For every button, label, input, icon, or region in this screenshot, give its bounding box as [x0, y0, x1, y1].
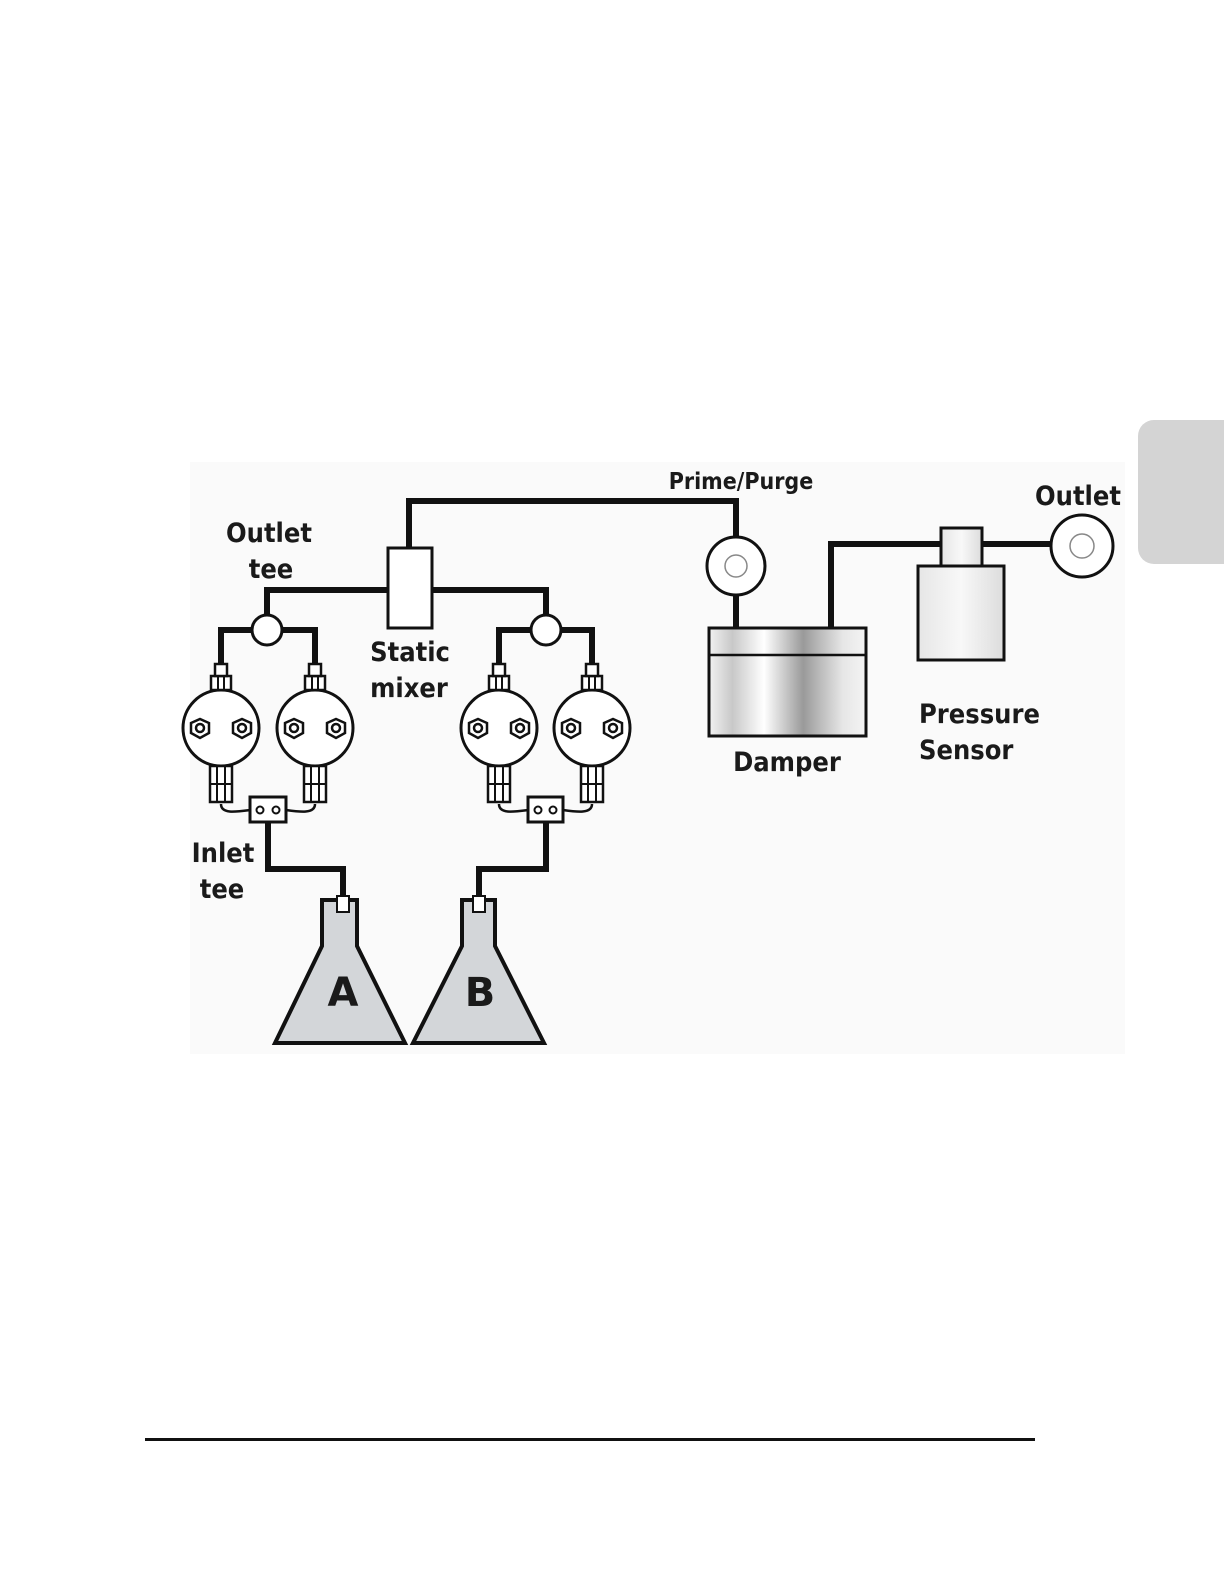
label-static-mixer-line2: mixer	[370, 673, 448, 704]
label-damper: Damper	[733, 747, 841, 778]
label-pressure-sensor-line2: Sensor	[919, 735, 1013, 766]
label-outlet: Outlet	[1035, 481, 1121, 512]
prime-purge-valve	[707, 537, 765, 595]
label-prime-purge: Prime/Purge	[669, 469, 814, 495]
static-mixer	[388, 548, 432, 628]
footer-rule	[145, 1438, 1035, 1441]
label-pressure-sensor-line1: Pressure	[919, 699, 1040, 730]
label-inlet-tee-line1: Inlet	[192, 838, 255, 869]
inlet-tee-right	[528, 797, 563, 822]
label-outlet-tee-line1: Outlet	[226, 518, 312, 549]
inlet-tee-left	[250, 797, 286, 822]
label-flask-b: B	[465, 970, 496, 1016]
outlet-tee-left	[252, 615, 282, 645]
outlet-fitting	[1051, 515, 1113, 577]
damper	[709, 628, 866, 736]
outlet-tee-right	[531, 615, 561, 645]
label-static-mixer-line1: Static	[370, 637, 450, 668]
label-flask-a: A	[328, 970, 359, 1016]
label-outlet-tee-line2: tee	[249, 554, 294, 585]
label-inlet-tee-line2: tee	[200, 874, 245, 905]
